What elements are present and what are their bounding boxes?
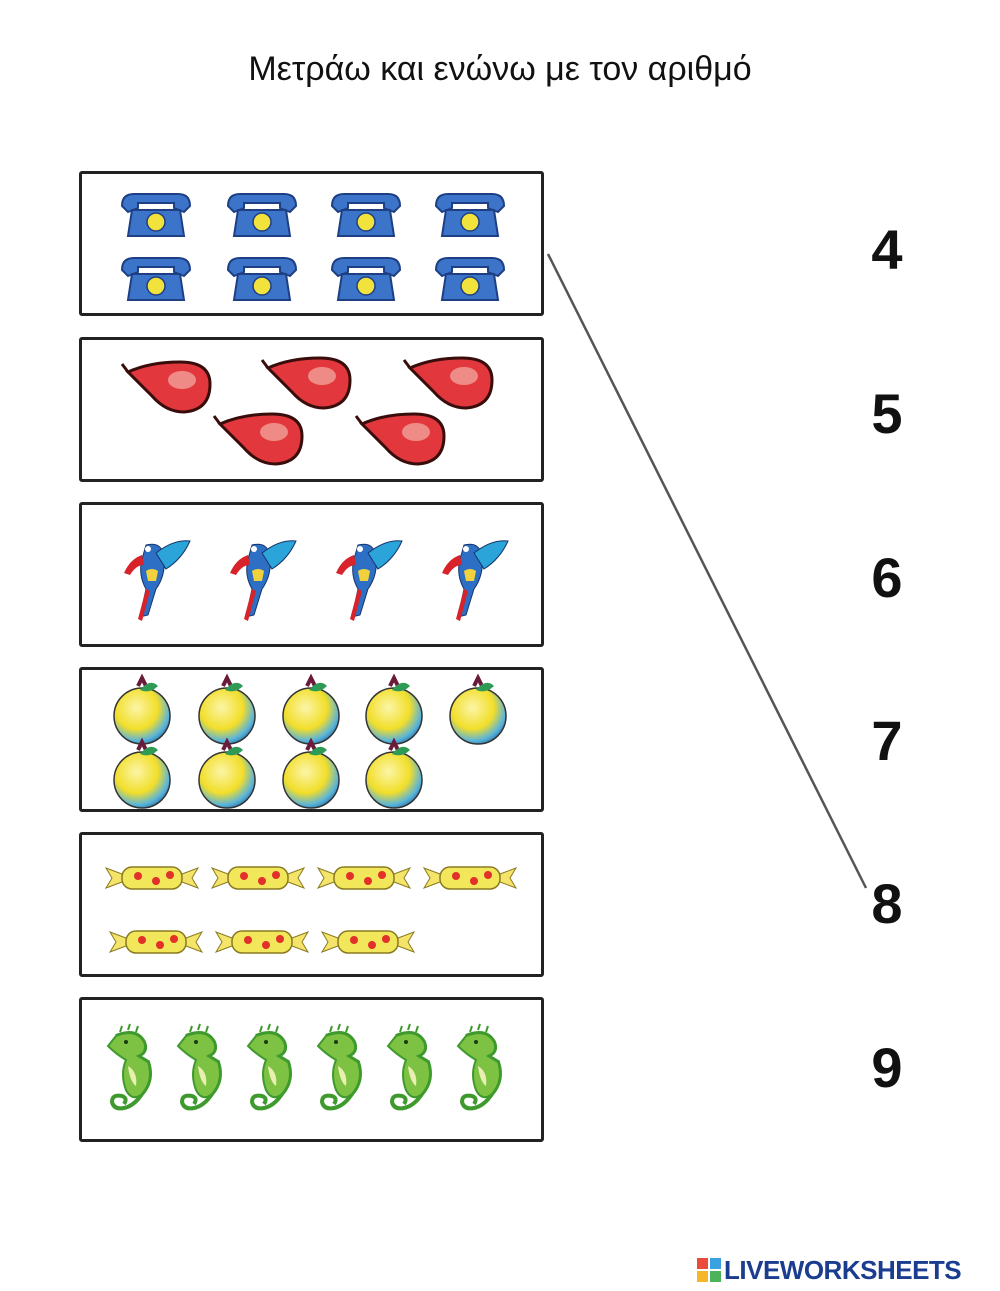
- telephone-icon: [121, 193, 191, 237]
- candy-icon: [211, 866, 305, 890]
- liveworksheets-logo: LIVEWORKSHEETS: [697, 1254, 962, 1285]
- telephone-icon: [121, 257, 191, 301]
- candy-group: [105, 866, 517, 954]
- apple-icon: [364, 740, 424, 810]
- count-box-telephones[interactable]: [79, 171, 544, 316]
- apple-icon: [448, 676, 508, 746]
- telephone-icon: [331, 257, 401, 301]
- seahorse-icon: [176, 1022, 222, 1111]
- count-box-candies[interactable]: [79, 832, 544, 977]
- seahorse-icon: [106, 1022, 152, 1111]
- seahorse-icon: [456, 1022, 502, 1111]
- pear-icon: [354, 412, 446, 466]
- number-target-6[interactable]: 6: [871, 546, 903, 609]
- apple-icon: [364, 676, 424, 746]
- pear-icon: [120, 360, 212, 414]
- match-line: [546, 253, 868, 889]
- pear-icon: [212, 412, 304, 466]
- apple-icon: [112, 676, 172, 746]
- number-target-8[interactable]: 8: [871, 872, 903, 935]
- number-target-4[interactable]: 4: [871, 218, 903, 281]
- liveworksheets-logo-icon: [697, 1258, 721, 1282]
- count-box-seahorses[interactable]: [79, 997, 544, 1142]
- apple-icon: [281, 740, 341, 810]
- candy-icon: [321, 930, 415, 954]
- parrot-icon: [229, 540, 297, 622]
- number-target-7[interactable]: 7: [871, 709, 903, 772]
- apple-icon: [197, 676, 257, 746]
- telephone-icon: [227, 193, 297, 237]
- liveworksheets-logo-text: LIVEWORKSHEETS: [724, 1254, 962, 1285]
- telephone-group: [121, 193, 505, 301]
- telephone-icon: [331, 193, 401, 237]
- apple-group: [112, 676, 508, 810]
- count-box-pears[interactable]: [79, 337, 544, 482]
- candy-icon: [109, 930, 203, 954]
- telephone-icon: [227, 257, 297, 301]
- page-title: Μετράω και ενώνω με τον αριθμό: [248, 50, 752, 88]
- seahorse-icon: [386, 1022, 432, 1111]
- parrot-icon: [441, 540, 509, 622]
- parrot-icon: [335, 540, 403, 622]
- seahorse-icon: [316, 1022, 362, 1111]
- seahorse-icon: [246, 1022, 292, 1111]
- parrot-icon: [123, 540, 191, 622]
- count-box-apples[interactable]: [79, 667, 544, 812]
- pear-group: [120, 356, 494, 466]
- candy-icon: [317, 866, 411, 890]
- candy-icon: [105, 866, 199, 890]
- apple-icon: [281, 676, 341, 746]
- telephone-icon: [435, 193, 505, 237]
- pear-icon: [260, 356, 352, 410]
- count-box-parrots[interactable]: [79, 502, 544, 647]
- pear-icon: [402, 356, 494, 410]
- seahorse-group: [106, 1022, 502, 1111]
- telephone-icon: [435, 257, 505, 301]
- parrot-group: [123, 540, 509, 622]
- apple-icon: [197, 740, 257, 810]
- candy-icon: [423, 866, 517, 890]
- number-target-9[interactable]: 9: [871, 1036, 903, 1099]
- candy-icon: [215, 930, 309, 954]
- number-target-5[interactable]: 5: [871, 382, 903, 445]
- apple-icon: [112, 740, 172, 810]
